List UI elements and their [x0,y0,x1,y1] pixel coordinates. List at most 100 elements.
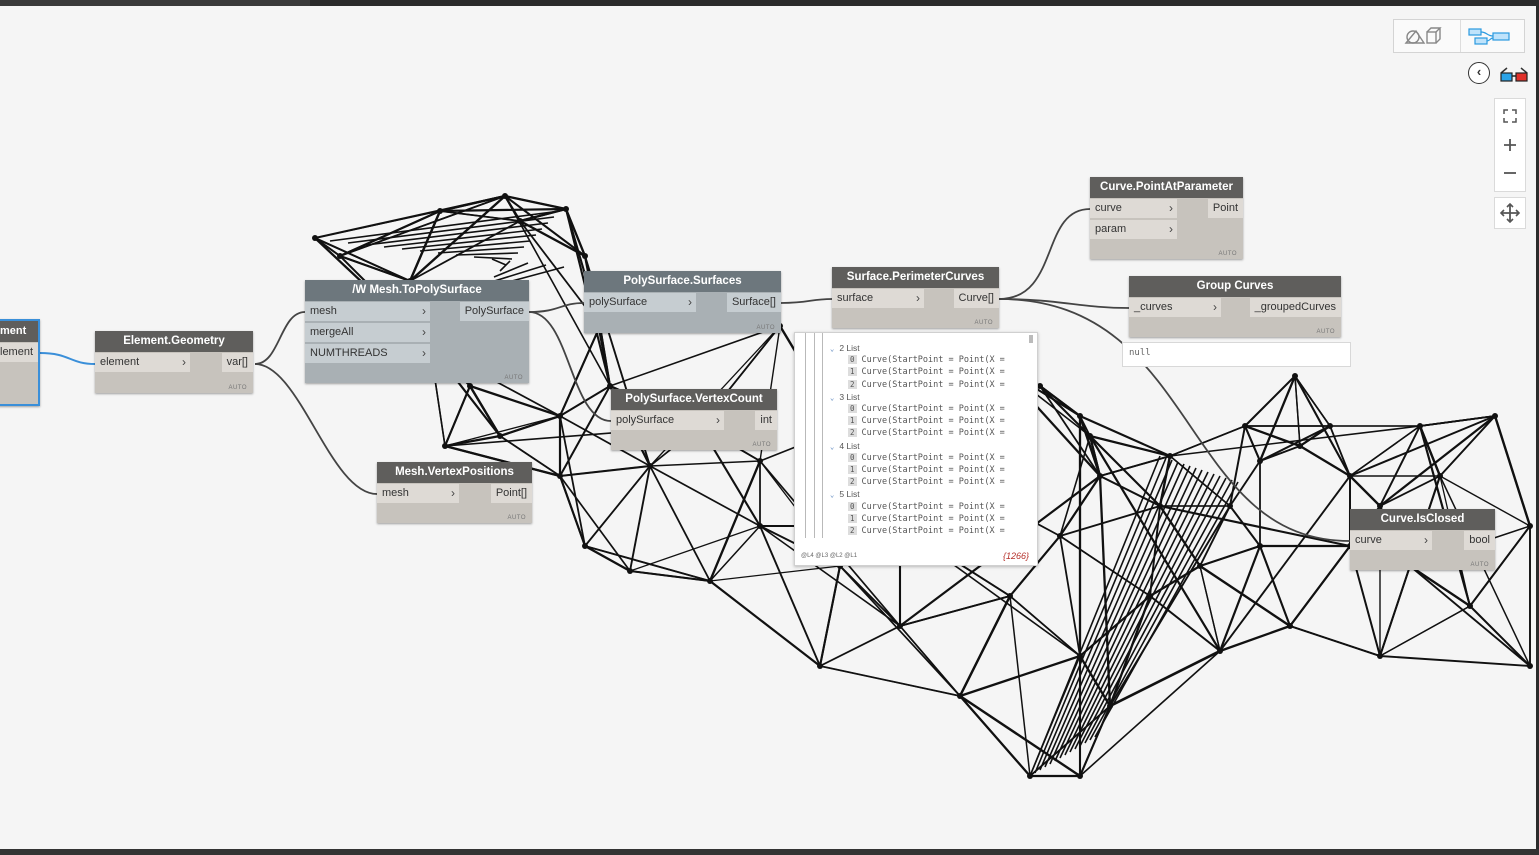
list-group-header[interactable]: ⌄ 2 List [830,343,860,353]
list-group-header[interactable]: ⌄ 3 List [830,391,860,402]
input-port-mergeall[interactable]: mergeAll› [305,323,430,342]
output-port-var[interactable]: var[] [221,353,253,372]
mesh-edge [439,208,567,212]
mesh-edge [444,385,471,447]
mesh-edge [499,414,561,438]
mesh-edge [1029,705,1111,777]
mesh-edge [959,595,1011,697]
mesh-edge [819,625,901,667]
mesh-vertex [1037,383,1043,389]
mesh-edge [1079,415,1171,457]
mesh-edge [339,255,411,282]
output-port-point[interactable]: Point [1207,199,1243,218]
element-node[interactable]: ment lement [0,319,40,406]
mesh-edge [1219,624,1291,653]
input-port-param[interactable]: param› [1090,220,1177,239]
lacing-label: AUTO [504,375,523,381]
surface-perimetercurves-node[interactable]: Surface.PerimeterCurves surface› Curve[]… [832,267,999,328]
mesh-edge [1259,545,1291,627]
input-port-mesh[interactable]: mesh› [305,302,430,321]
geometry-view-icon[interactable] [1394,20,1458,52]
chevron-left-icon[interactable]: ‹ [1468,62,1490,84]
mesh-edge [1109,649,1221,708]
graph-view-icon[interactable] [1460,20,1525,52]
zoom-in-icon[interactable] [1495,131,1525,159]
mesh-edge [1469,605,1531,667]
curve-isclosed-node[interactable]: Curve.IsClosed curve› bool AUTO [1350,509,1495,570]
output-port-groupedcurves[interactable]: _groupedCurves [1249,298,1341,317]
output-port-polysurface[interactable]: PolySurface [459,302,529,321]
mesh-edge [559,415,586,547]
output-port-points[interactable]: Point[] [490,484,532,503]
chevron-right-icon: › [422,325,426,339]
expand-icon[interactable]: ⌄ [830,393,835,402]
mesh-vertexpositions-node[interactable]: Mesh.VertexPositions mesh› Point[] AUTO [377,462,532,523]
polysurface-surfaces-node[interactable]: PolySurface.Surfaces polySurface› Surfac… [584,271,781,333]
mesh-vertex [817,663,823,669]
mesh-vertex [1287,623,1293,629]
element-geometry-node[interactable]: Element.Geometry element› var[] AUTO [95,331,253,393]
mesh-vertex [1197,563,1203,569]
mesh-edge [1079,595,1151,657]
mesh-edge [455,252,519,256]
input-port-curve[interactable]: curve› [1090,199,1177,218]
mesh-vertex [1492,413,1498,419]
zoom-out-icon[interactable] [1495,159,1525,187]
connector-wire [998,208,1091,300]
mesh-edge [1089,435,1161,507]
node-title: Mesh.VertexPositions [377,462,532,483]
group-curves-node[interactable]: Group Curves _curves› _groupedCurves AUT… [1129,276,1341,337]
output-port-surfaces[interactable]: Surface[] [726,293,781,312]
scrollbar[interactable] [1029,335,1033,343]
input-port-curve[interactable]: curve› [1350,531,1432,550]
output-port-int[interactable]: int [755,411,777,430]
output-port-bool[interactable]: bool [1464,531,1495,550]
mesh-topolysurface-node[interactable]: /W Mesh.ToPolySurface mesh› PolySurface … [305,280,529,383]
mesh-vertex [1027,773,1033,779]
expand-icon[interactable]: ⌄ [830,442,835,451]
connector-wire [254,311,306,365]
output-port-curves[interactable]: Curve[] [953,289,999,308]
mesh-edge [339,195,506,257]
list-group-header[interactable]: ⌄ 4 List [830,440,860,451]
expand-icon[interactable]: ⌄ [830,345,835,353]
fit-view-icon[interactable] [1495,101,1525,129]
zoom-controls [1494,98,1526,192]
input-port-curves[interactable]: _curves› [1129,298,1221,317]
mesh-edge [1219,475,1351,652]
mesh-vertex [627,568,633,574]
input-port-element[interactable]: element› [95,353,190,372]
mesh-edge [1009,535,1061,597]
mesh-vertex [1437,473,1443,479]
3d-glasses-icon[interactable] [1499,65,1529,83]
curve-pointatparameter-node[interactable]: Curve.PointAtParameter curve› Point para… [1090,177,1243,259]
mesh-edge [839,565,961,697]
workspace-tab[interactable] [0,0,310,6]
output-port[interactable]: lement [0,343,38,362]
mesh-edge [469,384,561,418]
input-port-polysurface[interactable]: polySurface› [584,293,696,312]
input-port-mesh[interactable]: mesh› [377,484,459,503]
input-port-numthreads[interactable]: NUMTHREADS› [305,344,430,363]
connector-wire [528,311,612,422]
input-port-surface[interactable]: surface› [832,289,924,308]
mesh-edge [1409,565,1471,607]
pan-icon[interactable] [1494,197,1526,229]
mesh-edge [759,525,901,627]
list-group-header[interactable]: ⌄ 5 List [830,489,860,500]
mesh-edge [499,435,561,477]
mesh-edge [1299,445,1351,477]
polysurface-vertexcount-node[interactable]: PolySurface.VertexCount polySurface› int… [611,389,777,450]
lacing-label: AUTO [974,320,993,326]
expand-icon[interactable]: ⌄ [830,491,835,500]
input-port-polysurface[interactable]: polySurface› [611,411,724,430]
mesh-edge [1244,425,1261,462]
mesh-edge [1039,385,1091,437]
mesh-edge [444,444,561,478]
